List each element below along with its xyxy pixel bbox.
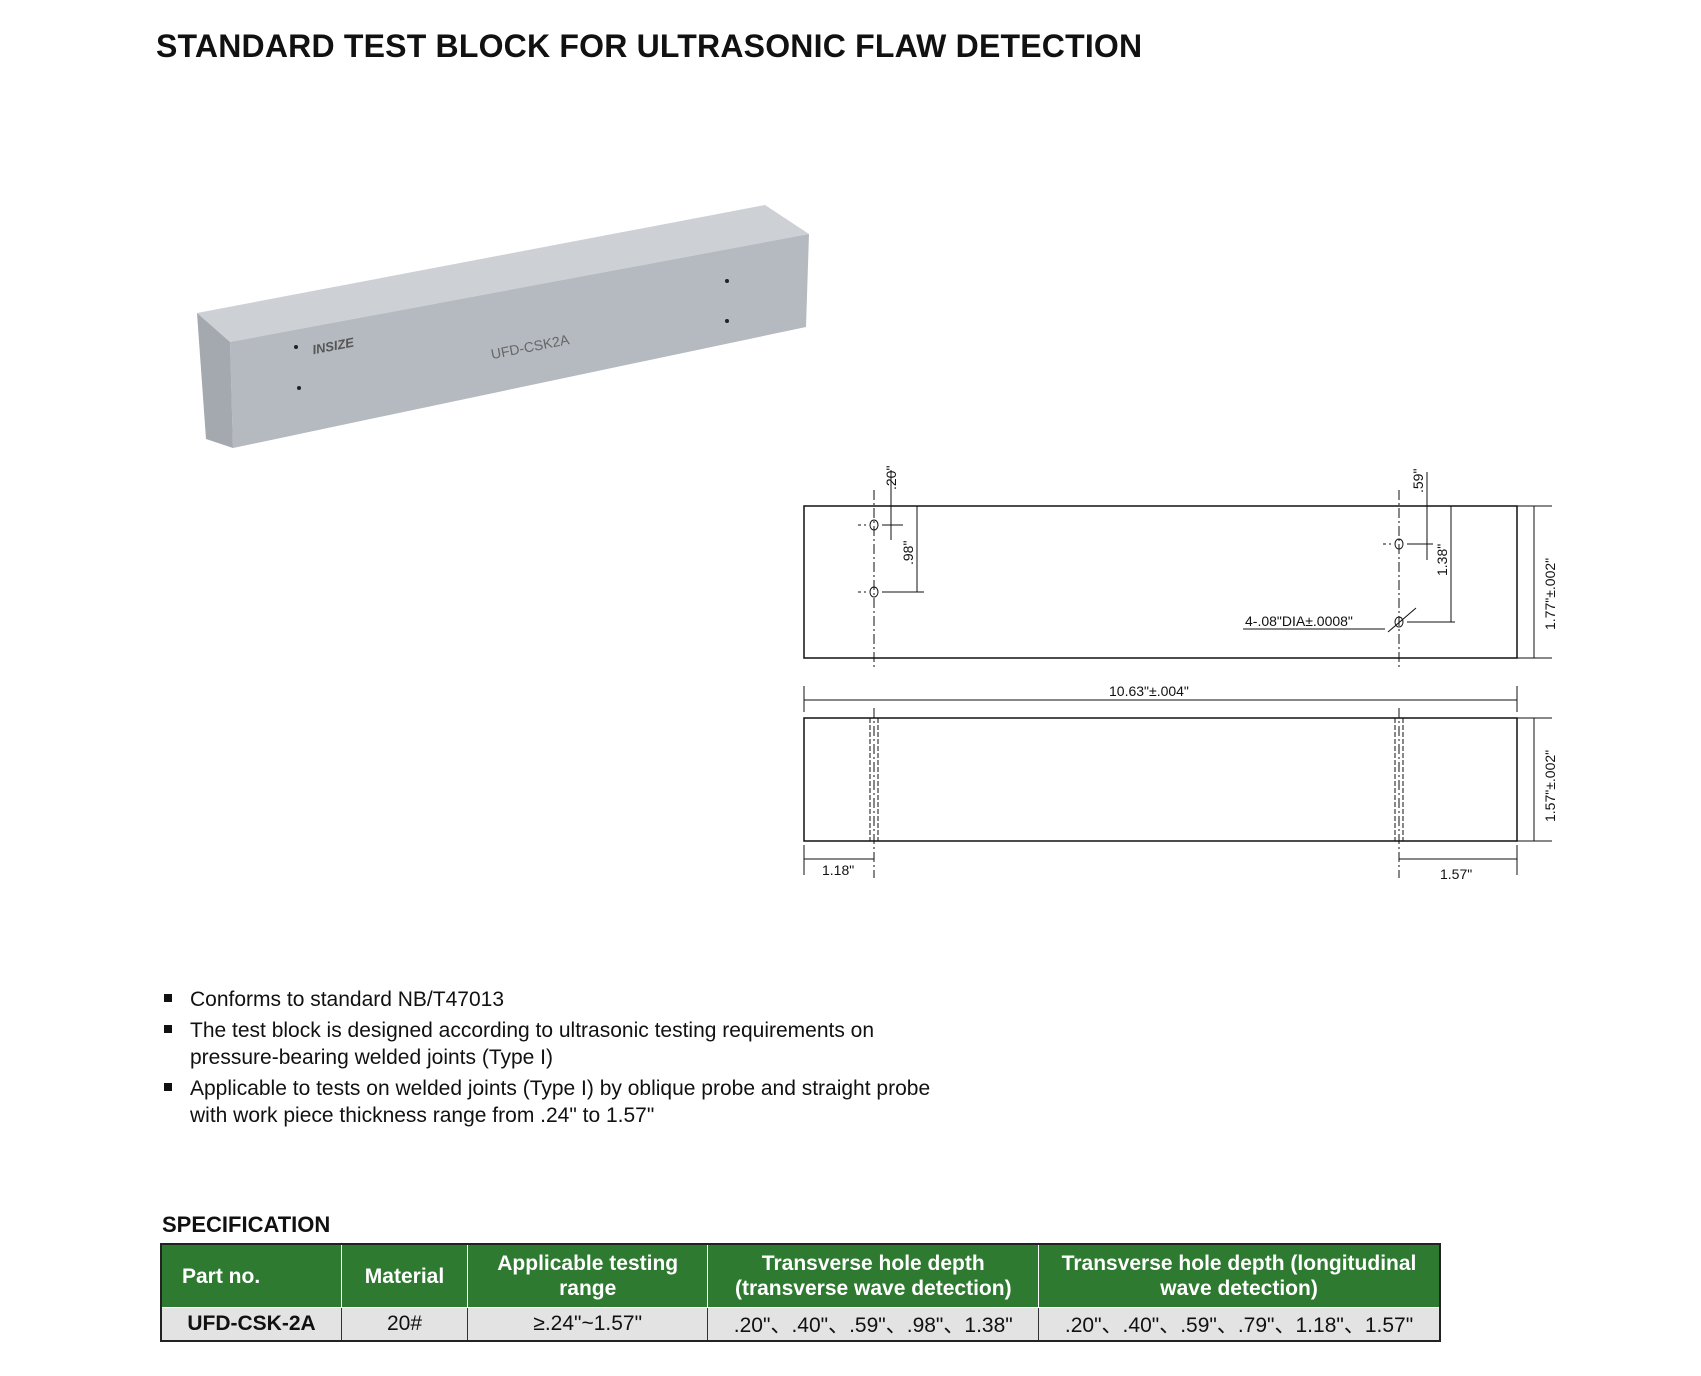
cell-part-no: UFD-CSK-2A — [160, 1307, 343, 1342]
block-front-face — [230, 234, 809, 448]
dim-height: 1.77"±.002" — [1542, 558, 1558, 630]
feature-item: Conforms to standard NB/T47013 — [162, 986, 962, 1013]
cell-transverse-depth: .20"、.40"、.59"、.98"、1.38" — [707, 1307, 1040, 1342]
dim-59: .59" — [1410, 469, 1426, 493]
drawing-labels: .20" .59" .98" 1.38" 1.77"±.002" 1.57"±.… — [822, 466, 1558, 882]
header-longitudinal-depth: Transverse hole depth (longitudinal wave… — [1038, 1243, 1442, 1308]
top-view-outline — [803, 505, 1518, 659]
cell-material: 20# — [341, 1307, 468, 1342]
dim-20: .20" — [883, 466, 899, 490]
dim-left: 1.18" — [822, 862, 854, 878]
feature-list: Conforms to standard NB/T47013 The test … — [162, 986, 962, 1133]
hole-label: 4-.08"DIA±.0008" — [1245, 613, 1353, 629]
table-row: UFD-CSK-2A 20# ≥.24"~1.57" .20"、.40"、.59… — [160, 1307, 1442, 1342]
hole-dot — [297, 386, 301, 390]
spec-table: Part no. Material Applicable testing ran… — [160, 1243, 1442, 1342]
dim-thickness: 1.57"±.002" — [1542, 750, 1558, 822]
header-transverse-depth: Transverse hole depth (transverse wave d… — [707, 1243, 1040, 1308]
dim-length: 10.63"±.004" — [1109, 683, 1189, 699]
cell-longitudinal-depth: .20"、.40"、.59"、.79"、1.18"、1.57" — [1038, 1307, 1442, 1342]
cell-range: ≥.24"~1.57" — [466, 1307, 709, 1342]
feature-item: The test block is designed according to … — [162, 1017, 962, 1071]
block-top-face — [197, 205, 809, 342]
page-title: STANDARD TEST BLOCK FOR ULTRASONIC FLAW … — [156, 28, 1143, 64]
header-range: Applicable testing range — [466, 1243, 709, 1308]
dim-right: 1.57" — [1440, 866, 1472, 882]
hole-dot — [725, 319, 729, 323]
spec-heading: SPECIFICATION — [162, 1212, 331, 1237]
feature-item: Applicable to tests on welded joints (Ty… — [162, 1075, 962, 1129]
table-header-row: Part no. Material Applicable testing ran… — [160, 1243, 1442, 1308]
header-part-no: Part no. — [160, 1243, 343, 1308]
dim-138: 1.38" — [1434, 544, 1450, 576]
side-view-outline — [803, 717, 1518, 842]
dim-98: .98" — [900, 541, 916, 565]
hole-dot — [294, 345, 298, 349]
product-photo: INSIZE UFD-CSK2A — [197, 205, 809, 448]
header-material: Material — [341, 1243, 468, 1308]
technical-drawing — [803, 470, 1552, 878]
block-end-face — [197, 313, 233, 448]
hole-dot — [725, 279, 729, 283]
